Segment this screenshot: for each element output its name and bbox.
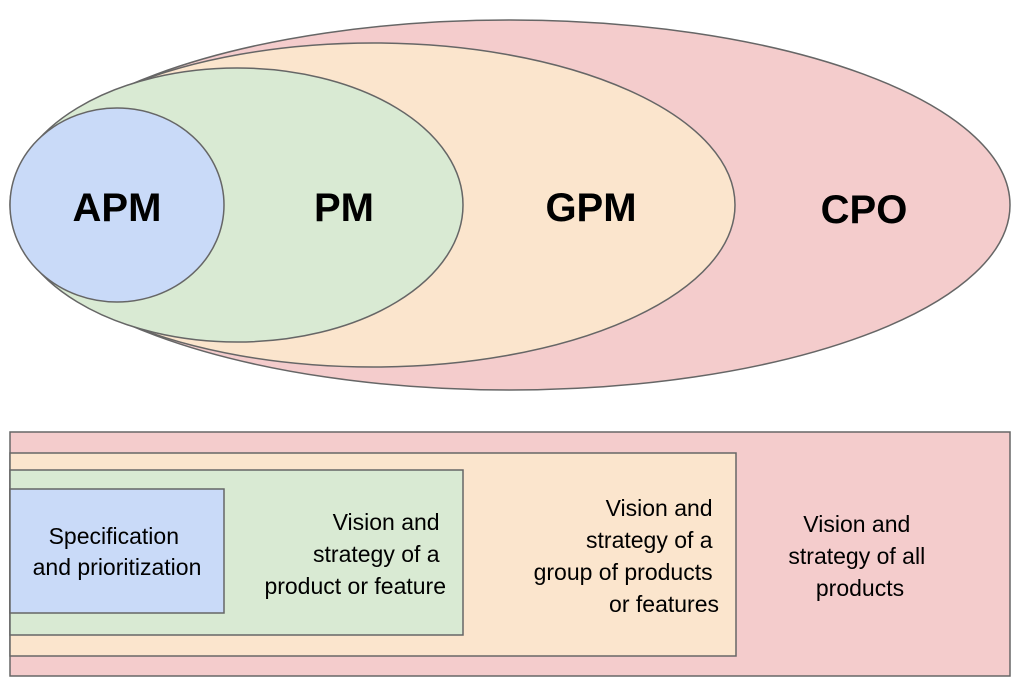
apm-description: Specification and prioritization — [33, 523, 202, 580]
box-group: Specification and prioritization Vision … — [9, 431, 1011, 677]
apm-label: APM — [73, 186, 162, 230]
gpm-description-line: Vision and — [606, 495, 713, 521]
cpo-label: CPO — [821, 188, 908, 232]
cpo-description-line: Vision and — [803, 511, 910, 537]
pm-description: Vision and strategy of a product or feat… — [264, 509, 446, 599]
apm-ellipse — [9, 107, 225, 303]
gpm-description-line: strategy of a — [586, 527, 713, 553]
cpo-description-line: strategy of all — [788, 543, 925, 569]
pm-label: PM — [314, 186, 374, 230]
pm-description-line: product or feature — [264, 573, 446, 599]
gpm-description-line: or features — [609, 591, 719, 617]
apm-box — [9, 488, 225, 614]
gpm-description-line: group of products — [534, 559, 713, 585]
apm-description-line: Specification — [49, 523, 179, 549]
ellipse-group: APM PM GPM CPO — [9, 19, 1011, 391]
pm-description-line: Vision and — [333, 509, 440, 535]
gpm-label: GPM — [545, 186, 636, 230]
cpo-description: Vision and strategy of all products — [788, 511, 931, 601]
cpo-description-line: products — [816, 575, 904, 601]
gpm-description: Vision and strategy of a group of produc… — [534, 495, 719, 617]
pm-description-line: strategy of a — [313, 541, 440, 567]
apm-description-line: and prioritization — [33, 554, 202, 580]
